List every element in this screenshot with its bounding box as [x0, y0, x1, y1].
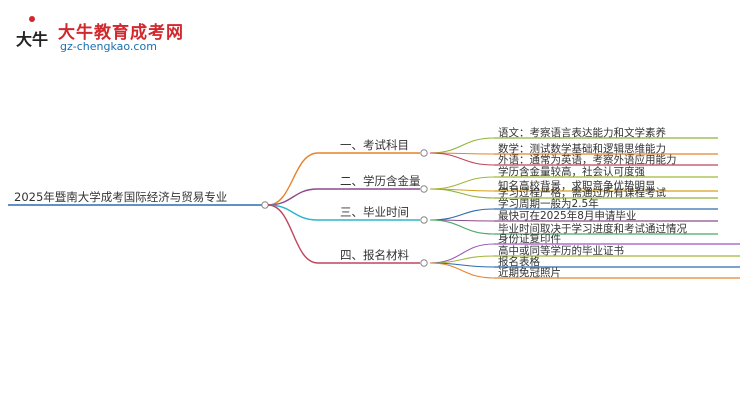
- leaf-label: 学习周期一般为2.5年: [498, 197, 599, 210]
- logo-dot-icon: [29, 16, 35, 22]
- root-label: 2025年暨南大学成考国际经济与贸易专业: [14, 190, 227, 204]
- logo-domain-text: gz-chengkao.com: [60, 40, 157, 53]
- logo-mark-icon: 大牛: [16, 16, 52, 56]
- leaf-label: 毕业时间取决于学习进度和考试通过情况: [498, 222, 687, 235]
- branch-connector: [267, 152, 319, 206]
- leaf-label: 身份证复印件: [498, 232, 561, 245]
- branch-node-dot: [420, 216, 428, 224]
- leaf-label: 学历含金量较高，社会认可度强: [498, 165, 645, 178]
- branch-connector: [267, 188, 319, 206]
- logo-brand-text: 大牛教育成考网: [58, 23, 184, 43]
- branch-connector: [267, 204, 319, 264]
- leaf-label: 高中或同等学历的毕业证书: [498, 244, 624, 257]
- leaf-connector: [429, 208, 495, 221]
- leaf-connector: [429, 137, 495, 154]
- leaf-label: 近期免冠照片: [498, 266, 561, 279]
- branch-label: 二、学历含金量: [340, 174, 421, 188]
- leaf-label: 最快可在2025年8月申请毕业: [498, 209, 636, 222]
- leaf-label: 报名表格: [498, 255, 540, 268]
- leaf-label: 知名高校背景，求职竞争优势明显: [498, 179, 656, 192]
- branch-node-dot: [420, 149, 428, 157]
- branch-label: 三、毕业时间: [340, 205, 409, 219]
- branch-label: 一、考试科目: [340, 138, 409, 152]
- branch-node-dot: [420, 185, 428, 193]
- leaf-connector: [429, 152, 495, 166]
- leaf-connector: [429, 262, 495, 279]
- leaf-label: 学习过程严格，需通过所有课程考试: [498, 186, 666, 199]
- leaf-label: 数学：测试数学基础和逻辑思维能力: [498, 142, 666, 155]
- root-node-dot: [261, 201, 269, 209]
- branch-node-dot: [420, 259, 428, 267]
- logo-mark-text: 大牛: [16, 30, 49, 49]
- leaf-connector: [429, 176, 495, 190]
- leaf-label: 外语：通常为英语，考察外语应用能力: [498, 153, 677, 166]
- leaf-connector: [429, 243, 495, 264]
- leaf-connector: [429, 219, 495, 235]
- leaf-connector: [429, 188, 495, 199]
- branch-label: 四、报名材料: [340, 248, 409, 262]
- site-logo[interactable]: 大牛 大牛教育成考网 gz-chengkao.com: [10, 12, 200, 60]
- branch-connector: [267, 204, 319, 221]
- leaf-label: 语文：考察语言表达能力和文学素养: [498, 126, 666, 139]
